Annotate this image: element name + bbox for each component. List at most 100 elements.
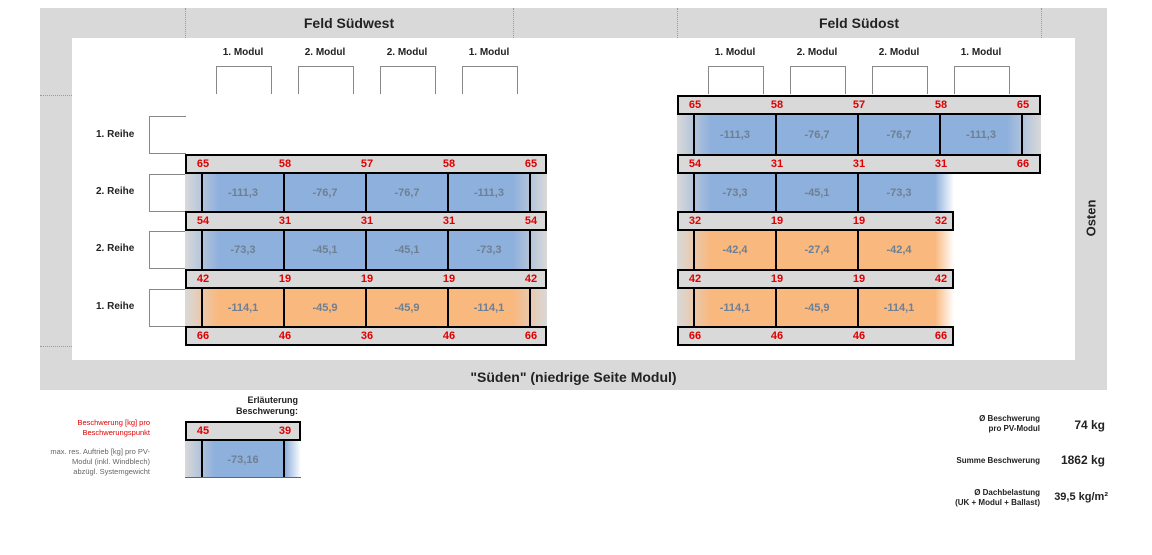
module-slot <box>216 66 272 94</box>
ballast-row: 42 19 19 42 <box>677 269 954 289</box>
ballast-value: 36 <box>360 330 374 342</box>
uplift-value: -45,1 <box>312 244 338 256</box>
row-label: 2. Reihe <box>96 186 135 197</box>
east-label: Osten <box>1083 199 1099 237</box>
uplift-value: -45,9 <box>394 301 420 314</box>
ballast-value: 65 <box>688 99 702 111</box>
ballast-value: 66 <box>934 330 948 342</box>
ballast-value: 31 <box>278 215 292 227</box>
module-separator <box>283 441 285 478</box>
uplift-value: -111,3 <box>228 186 258 199</box>
ballast-value: 42 <box>524 273 538 285</box>
ballast-value: 31 <box>360 215 374 227</box>
ballast-value: 42 <box>688 273 702 285</box>
legend-ballast-label-line: Beschwerung [kg] pro <box>77 418 150 427</box>
uplift-value: -114,1 <box>883 301 915 314</box>
module-separator <box>365 289 367 326</box>
row-slot <box>149 231 186 269</box>
ballast-row: 32 19 19 32 <box>677 211 954 231</box>
ballast-value: 46 <box>442 330 456 342</box>
module-separator <box>201 289 203 326</box>
ballast-value: 32 <box>688 215 702 227</box>
ballast-value: 54 <box>196 215 210 227</box>
ballast-value: 32 <box>934 215 948 227</box>
avg-ballast-value: 74 kg <box>1074 418 1105 432</box>
module-separator <box>201 231 203 269</box>
uplift-value: -73,3 <box>476 244 502 256</box>
uplift-value: -45,9 <box>804 301 830 314</box>
ballast-value: 57 <box>360 158 374 170</box>
legend-uplift-label: max. res. Auftrieb [kg] pro PV- Modul (i… <box>30 447 150 477</box>
row-slot <box>149 174 186 212</box>
field-southwest-title: Feld Südwest <box>303 15 395 31</box>
ballast-value: 58 <box>442 158 456 170</box>
avg-ballast-label-line: pro PV-Modul <box>988 424 1040 433</box>
ballast-value: 39 <box>278 425 292 437</box>
module-separator <box>201 441 203 478</box>
ballast-value: 19 <box>852 273 866 285</box>
module-separator <box>693 174 695 211</box>
module-separator <box>939 115 941 154</box>
ballast-value: 57 <box>852 99 866 111</box>
avg-ballast-label-line: Ø Beschwerung <box>979 414 1040 423</box>
roof-load-label-line: Ø Dachbelastung <box>974 488 1040 497</box>
uplift-value: -42,4 <box>886 244 912 256</box>
ballast-value: 66 <box>1016 158 1030 170</box>
uplift-row-blue: -73,3 -45,1 -45,1 -73,3 <box>185 231 547 269</box>
ballast-value: 19 <box>770 215 784 227</box>
roof-load-label-line: (UK + Modul + Ballast) <box>955 498 1040 507</box>
ballast-row: 66 46 36 46 66 <box>185 326 547 346</box>
module-separator <box>775 115 777 154</box>
ballast-row: 42 19 19 19 42 <box>185 269 547 289</box>
module-header: 1. Modul <box>714 47 756 58</box>
module-separator <box>775 174 777 211</box>
module-slot <box>954 66 1010 94</box>
sum-ballast-value: 1862 kg <box>1060 453 1105 467</box>
module-separator <box>447 174 449 211</box>
ballast-value: 58 <box>770 99 784 111</box>
left-band <box>40 38 72 360</box>
avg-ballast-label: Ø Beschwerung pro PV-Modul <box>900 414 1040 434</box>
module-separator <box>201 174 203 211</box>
uplift-value: -76,7 <box>394 186 420 199</box>
uplift-value: -73,3 <box>722 186 748 199</box>
ballast-value: 31 <box>770 158 784 170</box>
ballast-value: 66 <box>688 330 702 342</box>
uplift-value: -73,3 <box>230 244 256 256</box>
top-band <box>40 8 1107 38</box>
ballast-value: 19 <box>360 273 374 285</box>
ballast-value: 46 <box>852 330 866 342</box>
ballast-value: 66 <box>196 330 210 342</box>
uplift-value: -114,1 <box>719 301 751 314</box>
uplift-row-blue: -111,3 -76,7 -76,7 -111,3 <box>677 115 1041 154</box>
uplift-value: -76,7 <box>804 128 830 141</box>
module-separator <box>857 289 859 326</box>
ballast-value: 65 <box>1016 99 1030 111</box>
uplift-row-orange: -114,1 -45,9 -114,1 <box>677 289 954 326</box>
module-separator <box>529 174 531 211</box>
row-slot <box>149 289 186 327</box>
guide-line <box>677 8 678 38</box>
module-slot <box>298 66 354 94</box>
uplift-value: -111,3 <box>720 128 750 141</box>
uplift-value: -76,7 <box>886 128 912 141</box>
ballast-value: 42 <box>196 273 210 285</box>
legend-underline <box>185 477 301 478</box>
module-separator <box>283 231 285 269</box>
uplift-value: -27,4 <box>804 244 830 256</box>
uplift-value: -111,3 <box>474 186 504 199</box>
legend-ballast-label: Beschwerung [kg] pro Beschwerungspunkt <box>40 418 150 438</box>
module-header: 2. Modul <box>796 47 838 58</box>
uplift-value: -114,1 <box>473 301 505 314</box>
ballast-value: 65 <box>524 158 538 170</box>
ballast-value: 46 <box>770 330 784 342</box>
legend-ballast-row: 45 39 <box>185 421 301 441</box>
legend-title-line: Beschwerung: <box>235 406 298 416</box>
legend-uplift-row: -73,16 <box>185 441 301 478</box>
uplift-row-orange: -42,4 -27,4 -42,4 <box>677 231 954 269</box>
module-separator <box>857 115 859 154</box>
ballast-row: 66 46 46 66 <box>677 326 954 346</box>
uplift-value: -73,16 <box>227 453 259 466</box>
module-header: 2. Modul <box>386 47 428 58</box>
ballast-value: 31 <box>934 158 948 170</box>
